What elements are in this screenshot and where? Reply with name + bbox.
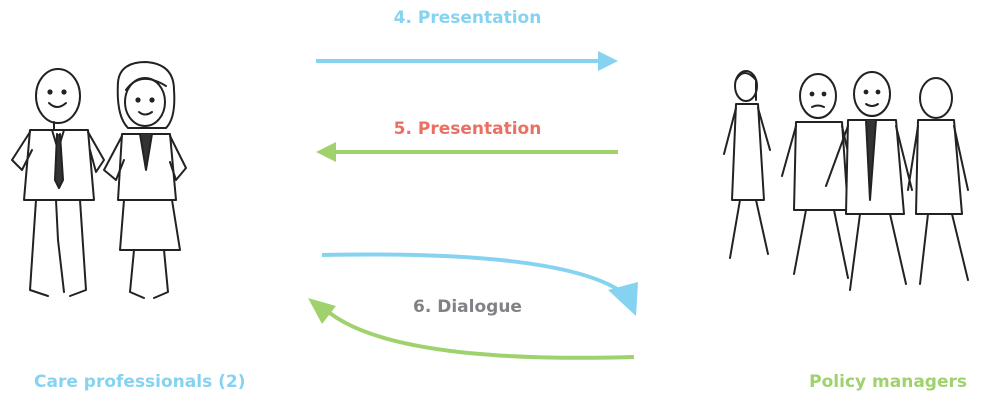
policy-manager-figure [723,70,771,259]
dialogue-arrow-to-professionals [308,298,635,360]
care-professionals-label: Care professionals (2) [34,372,246,392]
female-care-professional-figure [103,61,187,299]
policy-managers-illustration [723,70,969,291]
presentation-arrow-to-managers [316,51,618,71]
presentation-arrow-to-professionals [316,142,618,162]
male-care-professional-figure [11,68,105,297]
policy-managers-label: Policy managers [809,372,967,392]
step-4-label: 4. Presentation [393,8,542,28]
dialogue-arrow-to-managers [321,252,638,316]
policy-manager-figure [781,73,853,279]
step-6-label: 6. Dialogue [413,297,522,317]
policy-manager-figure [825,71,913,291]
care-professionals-illustration [11,61,187,299]
policy-manager-figure [907,77,969,285]
step-5-label: 5. Presentation [393,119,542,139]
